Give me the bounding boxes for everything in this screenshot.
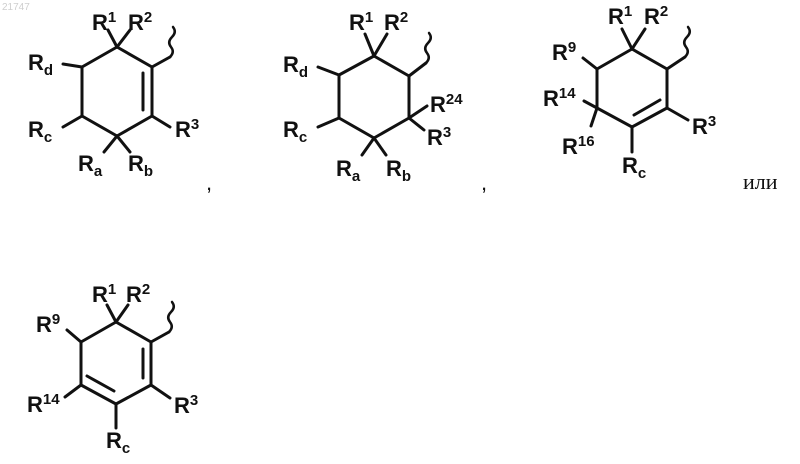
label-r9: R9 — [36, 311, 60, 337]
label-rd: Rd — [283, 52, 308, 81]
label-r2: R2 — [126, 281, 150, 307]
label-r1: R1 — [608, 3, 632, 29]
label-r2: R2 — [384, 9, 408, 35]
separator-comma-2: , — [481, 170, 487, 195]
label-r2: R2 — [128, 9, 152, 35]
structure-2: R1 R2 Rd R24 Rc R3 Ra Rb — [283, 9, 463, 185]
corner-number: 21747 — [2, 2, 30, 13]
attachment-wavy-bond — [169, 27, 175, 57]
label-r16: R16 — [562, 133, 595, 159]
label-r1: R1 — [92, 9, 116, 35]
label-rc: Rc — [106, 428, 130, 457]
structure-1-bonds — [63, 30, 170, 152]
attachment-wavy-bond — [168, 302, 174, 332]
structure-4: R1 R2 R9 R14 R3 Rc — [27, 281, 198, 457]
label-r14: R14 — [27, 391, 60, 417]
label-r14: R14 — [543, 85, 576, 111]
label-rc: Rc — [283, 117, 307, 146]
conjunction-text: или — [743, 169, 778, 194]
label-r24: R24 — [430, 91, 463, 117]
label-r1: R1 — [92, 281, 116, 307]
label-r3: R3 — [175, 116, 199, 142]
attachment-wavy-bond — [425, 33, 431, 63]
label-ra: Ra — [78, 151, 103, 180]
structure-2-bonds — [318, 34, 427, 155]
label-r3: R3 — [427, 124, 451, 150]
label-r3: R3 — [692, 113, 716, 139]
attachment-wavy-bond — [684, 27, 690, 57]
label-rd: Rd — [28, 50, 53, 79]
label-r1: R1 — [349, 9, 373, 35]
label-rb: Rb — [386, 156, 411, 185]
label-ra: Ra — [336, 156, 361, 185]
separator-comma-1: , — [206, 170, 212, 195]
label-r3: R3 — [174, 392, 198, 418]
label-rc: Rc — [622, 153, 646, 182]
structure-3: R1 R2 R9 R14 R16 R3 Rc — [543, 3, 716, 182]
label-rc: Rc — [28, 117, 52, 146]
structure-4-bonds — [65, 305, 170, 428]
label-r9: R9 — [552, 39, 576, 65]
structure-1: R1 R2 Rd Rc R3 Ra Rb — [28, 9, 199, 180]
structure-3-bonds — [583, 29, 688, 152]
label-rb: Rb — [128, 151, 153, 180]
label-r2: R2 — [644, 3, 668, 29]
